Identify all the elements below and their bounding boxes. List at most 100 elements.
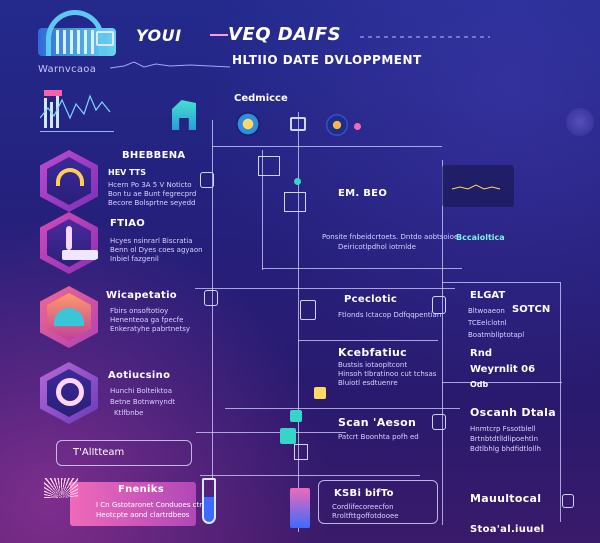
bracket-icon	[204, 290, 218, 306]
grid-icon	[284, 192, 306, 212]
sotcn-tag: SOTCN	[512, 304, 551, 315]
ks-line: Cordlifecoreecfon	[332, 503, 394, 511]
item-line: Bon tu ae Bunt fegrecprd	[108, 190, 197, 198]
oscan-line: Bdtlbhlg bhdfidtlollh	[470, 445, 541, 453]
connector-line	[298, 112, 299, 532]
connector-line	[442, 160, 443, 525]
team-button[interactable]: T'AlItteam	[56, 440, 192, 466]
edit-icon	[290, 117, 306, 131]
divider	[360, 36, 490, 38]
bracket-icon	[562, 494, 574, 508]
od-label: Odb	[470, 380, 489, 389]
ks-card[interactable]	[318, 480, 438, 524]
center-row: Deiricotlpdhol iotrnlde	[338, 243, 416, 251]
connector-line	[442, 282, 560, 283]
brand-right: VEQ DAIFS	[228, 24, 342, 45]
panel-line: I Cn Gstotaronet Conduoes ctrn	[96, 501, 207, 509]
item-line: Becore Bolsprtne seyedd	[108, 199, 196, 207]
globe-icon	[236, 112, 260, 136]
item-line: HEV TTS	[108, 168, 146, 177]
oscan-title: Oscanh Dtala	[470, 406, 556, 419]
wave-caption: Warnvcaoa	[38, 64, 97, 75]
right-line: Boatmbllptotapl	[468, 331, 525, 339]
bottom-left-panel	[70, 482, 196, 526]
fan-icon	[44, 478, 78, 498]
team-button-label: T'AlItteam	[73, 447, 125, 458]
brand-left: YOUI	[136, 26, 182, 45]
node-icon	[326, 114, 348, 136]
center-top-label: Cedmicce	[234, 93, 288, 104]
bracket-icon	[432, 296, 446, 314]
connector-line	[560, 282, 561, 522]
item-title: Aotiucsino	[108, 370, 171, 381]
connector-line	[225, 408, 460, 409]
connector-line	[212, 146, 442, 147]
connector-line	[196, 432, 346, 433]
connector-line	[195, 288, 455, 289]
center-row: Ponsite fnbeidcrtoets. Dntdo aobtsoioe	[322, 233, 459, 241]
proto-title: Pceclotic	[344, 294, 398, 305]
grid-icon	[258, 156, 280, 176]
connector-line	[262, 150, 263, 270]
item-title: Wicapetatio	[106, 290, 177, 301]
right-line: Bltwoaeon	[468, 307, 505, 315]
item-title: BHEBBENA	[122, 150, 186, 161]
em-label: EM. BEO	[338, 188, 388, 199]
vial-icon	[202, 478, 216, 524]
wave-card	[442, 165, 514, 207]
wave-line	[110, 61, 230, 69]
item-line: Ktlfbnbe	[114, 409, 144, 417]
hex-badge-2	[40, 212, 98, 274]
connector-line	[200, 475, 420, 476]
connector-line	[298, 340, 438, 341]
kc-line: Bustsis iotaopltcont	[338, 361, 408, 369]
ks-line: Rroltfttgoffotdooee	[332, 512, 399, 520]
top-tag: ELGAT	[470, 290, 506, 301]
teal-tag: Bccaioltica	[456, 233, 505, 242]
item-line: Betne Botnwnyndt	[110, 398, 176, 406]
vey-label: Weyrnlit 06	[470, 364, 536, 375]
item-line: Hcern Po 3A 5 V Noticto	[108, 181, 192, 189]
hex-badge-4	[40, 362, 98, 424]
item-line: Henenteoa ga fpecfe	[110, 316, 184, 324]
hex-badge-1	[40, 150, 98, 212]
teal-square	[290, 410, 302, 422]
decor-blur	[566, 108, 594, 136]
yellow-square	[314, 387, 326, 399]
teal-square	[280, 428, 296, 444]
item-line: Enkeratyhe pabrtnetsy	[110, 325, 191, 333]
sparkline-chart-icon	[39, 88, 114, 132]
bracket-icon	[200, 172, 214, 188]
item-line: Hcyes nsinrarl Biscratia	[110, 237, 193, 245]
item-line: Inbiel fazgenil	[110, 255, 159, 263]
teal-dot	[294, 178, 301, 185]
item-line: Fbirs onsoftotioy	[110, 307, 169, 315]
connector-line	[262, 268, 462, 269]
pink-dot	[354, 123, 361, 130]
accent-mark	[210, 34, 228, 36]
oscan-line: Brtnbtdtlldlipoehtln	[470, 435, 539, 443]
item-line: Hunchi Bolteiktoa	[110, 387, 172, 395]
item-title: FTIAO	[110, 218, 146, 229]
connector-line	[212, 120, 213, 480]
panel-line: Heotcpte aond clartrdbeos	[96, 511, 190, 519]
gradient-vial	[290, 488, 310, 528]
monitor-icon	[96, 31, 114, 46]
proto-line: Ftlonds Ictacop Ddfqqpentian	[338, 311, 442, 319]
scan-title: Scan 'Aeson	[338, 416, 417, 429]
rnd-label: Rnd	[470, 348, 492, 359]
connector-line	[442, 382, 562, 383]
panel-title: Fneniks	[118, 484, 164, 495]
page-subtitle: HLTIIO DATE DVLOPPMENT	[232, 53, 422, 67]
multi-title: Mauultocal	[470, 492, 542, 505]
kc-title: Kcebfatiuc	[338, 346, 407, 359]
scan-line: Patcrt Boonhta pofh ed	[338, 433, 419, 441]
bracket-icon	[432, 414, 446, 430]
kc-line: Bluiotl esdtuenre	[338, 379, 398, 387]
oscan-line: Hnmtcrp Fssotblell	[470, 425, 536, 433]
right-line: TCEelclotnl	[468, 319, 507, 327]
ks-title: KSBi bifTo	[334, 488, 394, 499]
hex-badge-3	[40, 286, 98, 348]
chip-icon	[294, 444, 308, 460]
item-line: Benn ol Dyes coes agyaon	[110, 246, 203, 254]
